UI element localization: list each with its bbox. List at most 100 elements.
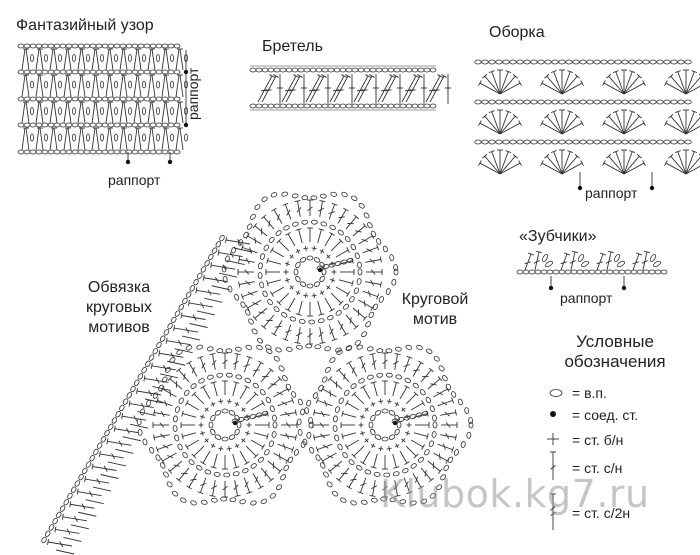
stitch-line xyxy=(167,468,173,474)
stitch-line xyxy=(67,127,72,151)
stitch-line xyxy=(151,127,156,151)
stitch-line xyxy=(337,320,347,335)
chain-stitch xyxy=(173,69,181,75)
chain-stitch xyxy=(586,139,594,145)
chain-stitch xyxy=(432,421,438,429)
stitch-line xyxy=(185,327,190,334)
chain-stitch xyxy=(29,43,37,49)
chain-stitch xyxy=(429,103,437,109)
stitch-line xyxy=(318,228,325,231)
chain-stitch xyxy=(259,253,265,260)
chain-stitch xyxy=(169,133,174,142)
chain-stitch xyxy=(115,411,121,418)
stitch-line xyxy=(636,153,642,159)
stitch-line xyxy=(361,89,368,92)
stitch-line xyxy=(479,122,501,135)
chain-stitch xyxy=(378,296,384,303)
stitch-line xyxy=(499,115,516,135)
chain-stitch xyxy=(273,355,280,362)
stitch-line xyxy=(608,155,625,175)
chain-stitch xyxy=(83,149,91,155)
frill-title: Оборка xyxy=(489,24,545,41)
chain-stitch xyxy=(100,80,105,89)
stitch-line xyxy=(329,460,343,472)
chain-stitch xyxy=(321,67,329,73)
stitch-line xyxy=(670,75,687,95)
chain-stitch xyxy=(208,253,214,261)
stitch-line xyxy=(642,120,646,126)
stitch-line xyxy=(165,101,170,124)
chain-stitch xyxy=(254,204,261,210)
chain-stitch xyxy=(421,411,429,416)
chain-stitch xyxy=(429,405,435,413)
chain-stitch xyxy=(523,139,531,145)
chain-stitch xyxy=(71,69,79,75)
chain-stitch xyxy=(335,310,342,316)
chain-stitch xyxy=(82,467,88,474)
stitch-line xyxy=(499,75,516,95)
stitch-line xyxy=(278,453,281,460)
stitch-line xyxy=(169,460,183,472)
stitch-line xyxy=(607,250,615,254)
chain-stitch xyxy=(67,492,73,500)
chain-stitch xyxy=(279,67,287,73)
stitch-line xyxy=(309,75,325,103)
chain-stitch xyxy=(418,456,424,463)
chain-stitch xyxy=(265,344,272,350)
stitch-line xyxy=(212,480,216,496)
chain-stitch xyxy=(83,96,91,102)
stitch-line xyxy=(218,447,224,450)
chain-stitch xyxy=(197,272,203,279)
chain-stitch xyxy=(670,99,678,105)
chain-stitch xyxy=(381,436,389,442)
chain-stitch xyxy=(169,107,174,115)
chain-stitch xyxy=(350,383,357,389)
stitch-line xyxy=(123,101,128,124)
chain-stitch xyxy=(649,99,657,105)
stitch-line xyxy=(182,413,197,418)
stitch-line xyxy=(175,74,180,98)
stitch-line xyxy=(25,127,30,151)
chain-stitch xyxy=(576,269,584,275)
chain-stitch xyxy=(113,122,121,128)
stitch-line xyxy=(394,354,398,370)
chain-stitch xyxy=(376,372,384,378)
chain-stitch xyxy=(72,54,77,62)
stitch-line xyxy=(369,494,376,497)
stitch-line xyxy=(623,122,645,135)
chain-stitch xyxy=(83,69,91,75)
chain-stitch xyxy=(114,133,119,142)
stitch-line xyxy=(129,403,154,409)
stitch-line xyxy=(303,294,309,297)
chain-stitch xyxy=(607,139,615,145)
stitch-line xyxy=(109,48,114,71)
stitch-line xyxy=(247,291,254,296)
stitch-line xyxy=(77,74,82,98)
stitch-line xyxy=(209,353,216,356)
chain-stitch xyxy=(41,43,49,49)
stitch-line xyxy=(295,228,302,231)
strap-chart xyxy=(249,65,451,111)
chain-stitch xyxy=(319,193,327,199)
stitch-line xyxy=(151,74,156,98)
slip-stitch xyxy=(232,420,238,426)
stitch-line xyxy=(285,308,291,312)
chain-stitch xyxy=(635,59,643,65)
chain-stitch xyxy=(334,434,340,442)
chain-stitch xyxy=(93,448,99,456)
stitch-line xyxy=(284,411,290,417)
stitch-line xyxy=(261,324,267,330)
chain-stitch xyxy=(369,103,377,109)
stitch-line xyxy=(491,151,501,175)
stitch-line xyxy=(389,74,395,78)
chain-stitch xyxy=(564,269,572,275)
chain-stitch xyxy=(474,139,482,145)
stitch-line xyxy=(188,302,213,308)
stitch-line xyxy=(74,516,78,523)
stitch-line xyxy=(505,110,512,114)
stitch-line xyxy=(49,74,54,98)
chain-stitch xyxy=(190,383,197,389)
stitch-line xyxy=(92,466,117,471)
fancy-rapport-vertical: раппорт xyxy=(185,67,201,120)
chain-stitch xyxy=(141,133,146,142)
